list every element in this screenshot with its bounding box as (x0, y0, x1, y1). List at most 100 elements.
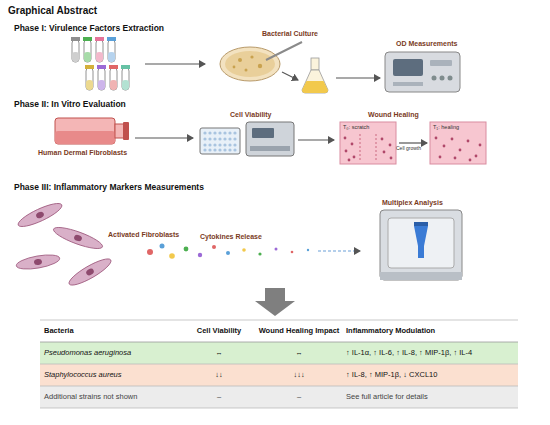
test-tubes (122, 68, 129, 90)
test-tubes (95, 37, 104, 41)
scratch-assay (345, 150, 348, 153)
plate-reader (223, 148, 226, 151)
plate-reader (228, 148, 231, 151)
test-tubes (71, 37, 80, 41)
flow-arrows (282, 72, 298, 80)
plate-reader (223, 137, 226, 140)
cytokine-dots (184, 247, 189, 252)
plate-reader (218, 131, 221, 134)
abstract-title: Graphical Abstract (8, 5, 97, 17)
activated-fibroblasts (52, 223, 105, 252)
flow-arrows (336, 77, 380, 78)
step-label: Activated Fibroblasts (108, 231, 179, 239)
step-label: Wound Healing (368, 111, 419, 119)
cytokine-dots (291, 251, 294, 254)
plate-reader (208, 131, 211, 134)
step-label: Human Dermal Fibroblasts (38, 149, 127, 157)
step-label: OD Measurements (396, 40, 457, 48)
plate-reader (218, 143, 221, 146)
petri-dish (233, 66, 236, 69)
scratch-assay (439, 156, 442, 159)
scratch-assay (469, 159, 472, 162)
activated-fibroblasts (52, 223, 105, 252)
test-tubes (84, 52, 91, 62)
phase-heading: Phase I: Virulence Factors Extraction (14, 24, 164, 34)
fibroblast-flask (55, 131, 115, 144)
test-tubes (108, 40, 115, 62)
petri-dish (250, 55, 253, 58)
petri-dish (220, 47, 280, 81)
table-header: Cell Viability (185, 320, 253, 342)
table-grid (40, 364, 518, 365)
multiplex-analyzer (380, 272, 462, 280)
petri-dish (258, 64, 262, 68)
activated-fibroblasts (35, 211, 45, 220)
plate-reader (213, 131, 216, 134)
test-tubes (96, 52, 103, 62)
table-grid (40, 320, 518, 342)
spectrophotometer (393, 82, 423, 86)
table-header: Wound Healing Impact (255, 320, 343, 342)
petri-dish (225, 51, 275, 77)
scratch-assay (479, 144, 482, 147)
flow-arrows (399, 142, 427, 143)
spectrophotometer (448, 76, 453, 81)
table-header: Bacteria (44, 320, 182, 342)
scratch-assay (435, 137, 482, 162)
culture-flask (302, 70, 328, 93)
spectrophotometer (393, 59, 423, 76)
test-tubes (122, 80, 129, 90)
scratch-assay (435, 137, 438, 140)
test-tubes (107, 37, 116, 41)
step-label: Cell Viability (230, 111, 272, 119)
cytokine-dots (198, 253, 202, 257)
table-grid (40, 342, 518, 364)
test-tubes (109, 65, 118, 69)
plate-reader (223, 131, 226, 134)
plate-reader (208, 137, 211, 140)
test-tubes (110, 68, 117, 90)
culture-flask (302, 58, 328, 93)
table-cell: See full article for details (346, 386, 518, 408)
table-cell: Additional strains not shown (44, 386, 182, 408)
arrow-label: Cell growth (396, 146, 421, 152)
culture-flask (311, 58, 319, 70)
step-label: Multiplex Analysis (382, 199, 443, 207)
table-grid (40, 342, 518, 343)
table-cell: ↔ (185, 342, 253, 364)
scratch-assay (454, 157, 457, 160)
activated-fibroblasts (66, 255, 114, 289)
petri-dish (245, 69, 248, 72)
down-arrow (255, 288, 295, 316)
scratch-assay (360, 134, 361, 162)
plate-reader (228, 143, 231, 146)
spectrophotometer (440, 76, 445, 81)
activated-fibroblasts (85, 267, 95, 276)
table-cell: ↑ IL-1α, ↑ IL-6, ↑ IL-8, ↑ MIP-1β, ↑ IL-… (346, 342, 518, 364)
multiplex-analyzer (380, 210, 462, 280)
scratch-assay (430, 122, 486, 164)
activated-fibroblasts (66, 255, 114, 289)
cytokine-dots (242, 248, 246, 252)
plate-reader (203, 131, 206, 134)
flow-arrows (298, 139, 334, 140)
cytokine-dots (160, 244, 165, 249)
scratch-assay (344, 137, 347, 140)
multiplex-analyzer (388, 218, 454, 268)
table-grid (40, 408, 518, 409)
plate-reader (228, 137, 231, 140)
cytokine-dots (275, 248, 278, 251)
table-grid (40, 320, 518, 408)
table-cell: ↓↓ (185, 364, 253, 386)
petri-dish (238, 58, 242, 62)
table-cell: Pseudomonas aeruginosa (44, 342, 182, 364)
scratch-assay (389, 144, 392, 147)
table-cell: – (255, 386, 343, 408)
test-tubes (72, 52, 79, 62)
petri-dish (220, 42, 302, 81)
plate-reader (252, 128, 274, 138)
cytokine-dots (212, 245, 216, 249)
step-label: Bacterial Culture (262, 30, 318, 38)
cytokine-dots (258, 252, 261, 255)
test-tubes (110, 80, 117, 90)
